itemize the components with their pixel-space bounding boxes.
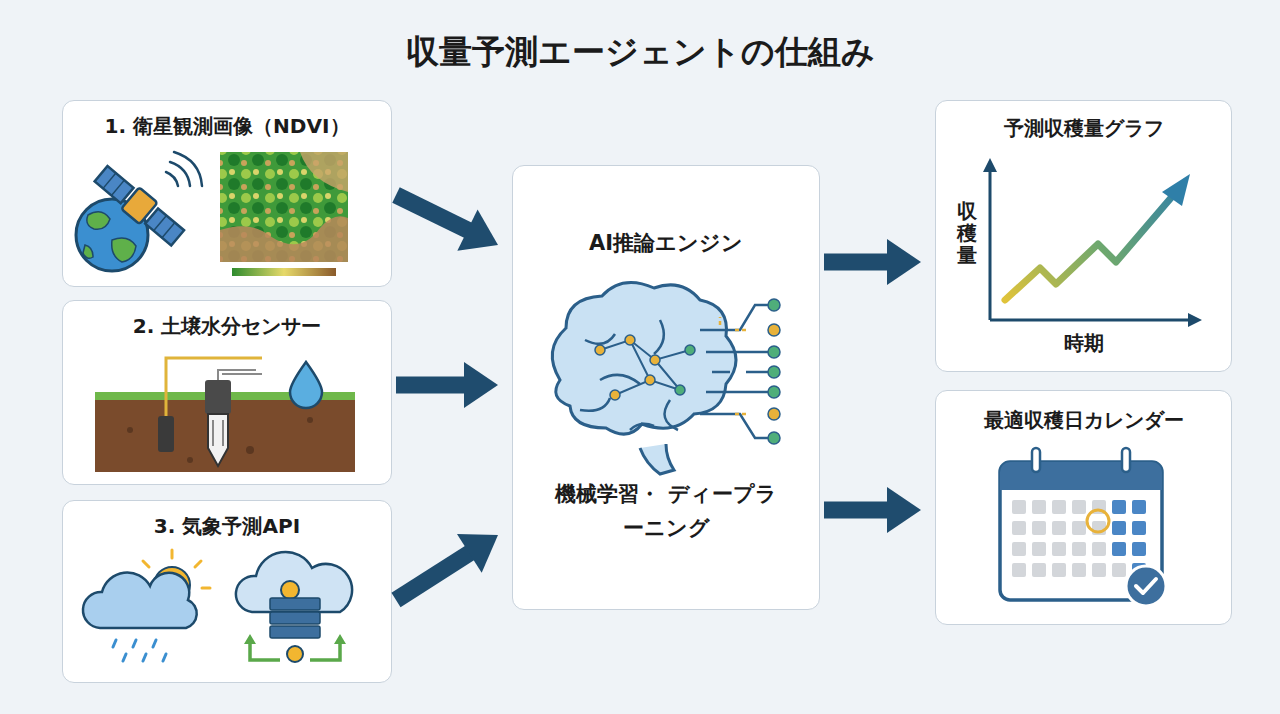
axis-label: 時期 <box>1064 330 1104 357</box>
calendar-cell <box>1052 542 1066 556</box>
flow-arrow <box>396 195 498 251</box>
calendar-cell <box>1132 542 1146 556</box>
diagram-title: 収量予測エージェントの仕組み <box>0 30 1280 75</box>
calendar-cell <box>1112 500 1126 514</box>
calendar-cell <box>1112 521 1126 535</box>
calendar-cell <box>1012 542 1026 556</box>
calendar-cell <box>1012 500 1026 514</box>
calendar-cell <box>1132 521 1146 535</box>
box-heading: 3. 気象予測API <box>63 513 391 539</box>
calendar-cell <box>1072 563 1086 577</box>
box-heading: 最適収穫日カレンダー <box>936 407 1231 433</box>
calendar-cell <box>1032 542 1046 556</box>
flow-arrow <box>396 362 498 408</box>
calendar-cell <box>1032 500 1046 514</box>
weather-icon <box>83 550 352 662</box>
arrow-head <box>887 239 921 285</box>
calendar-cell <box>1112 563 1126 577</box>
calendar-cell <box>1012 521 1026 535</box>
flow-arrow <box>824 487 921 533</box>
arrow-shaft <box>396 377 466 394</box>
box-heading: 2. 土壌水分センサー <box>63 313 391 339</box>
calendar-cell <box>1132 500 1146 514</box>
box-heading: 1. 衛星観測画像（NDVI） <box>63 113 391 139</box>
calendar-cell <box>1092 563 1106 577</box>
satellite-icon <box>76 152 202 271</box>
ndvi-map <box>220 152 348 276</box>
calendar-cell <box>1072 521 1086 535</box>
arrow-head <box>887 487 921 533</box>
box-heading: AI推論エンジン <box>513 230 819 257</box>
arrow-shaft <box>396 552 471 600</box>
calendar-cell <box>1112 542 1126 556</box>
yield-graph <box>983 158 1202 327</box>
arrow-head <box>457 209 498 250</box>
calendar-cell <box>1052 563 1066 577</box>
brain-icon <box>552 283 780 474</box>
calendar-icon <box>1000 448 1166 606</box>
calendar-cell <box>1032 521 1046 535</box>
arrow-shaft <box>824 254 889 271</box>
calendar-cell <box>1092 542 1106 556</box>
arrow-head <box>457 534 498 573</box>
calendar-cell <box>1052 500 1066 514</box>
calendar-cell <box>1072 500 1086 514</box>
box-heading: 予測収穫量グラフ <box>936 115 1231 141</box>
arrow-head <box>464 362 498 408</box>
arrow-shaft <box>396 195 469 231</box>
calendar-cell <box>1072 542 1086 556</box>
flow-arrow <box>824 239 921 285</box>
arrow-shaft <box>824 502 889 519</box>
soil-sensor-icon <box>95 358 355 472</box>
calendar-cell <box>1052 521 1066 535</box>
calendar-cell <box>1032 563 1046 577</box>
calendar-cell <box>1012 563 1026 577</box>
box-body: 機械学習・ ディープラーニング <box>553 478 779 545</box>
axis-label: 収穫量 <box>957 200 977 266</box>
flow-arrow <box>396 534 498 600</box>
